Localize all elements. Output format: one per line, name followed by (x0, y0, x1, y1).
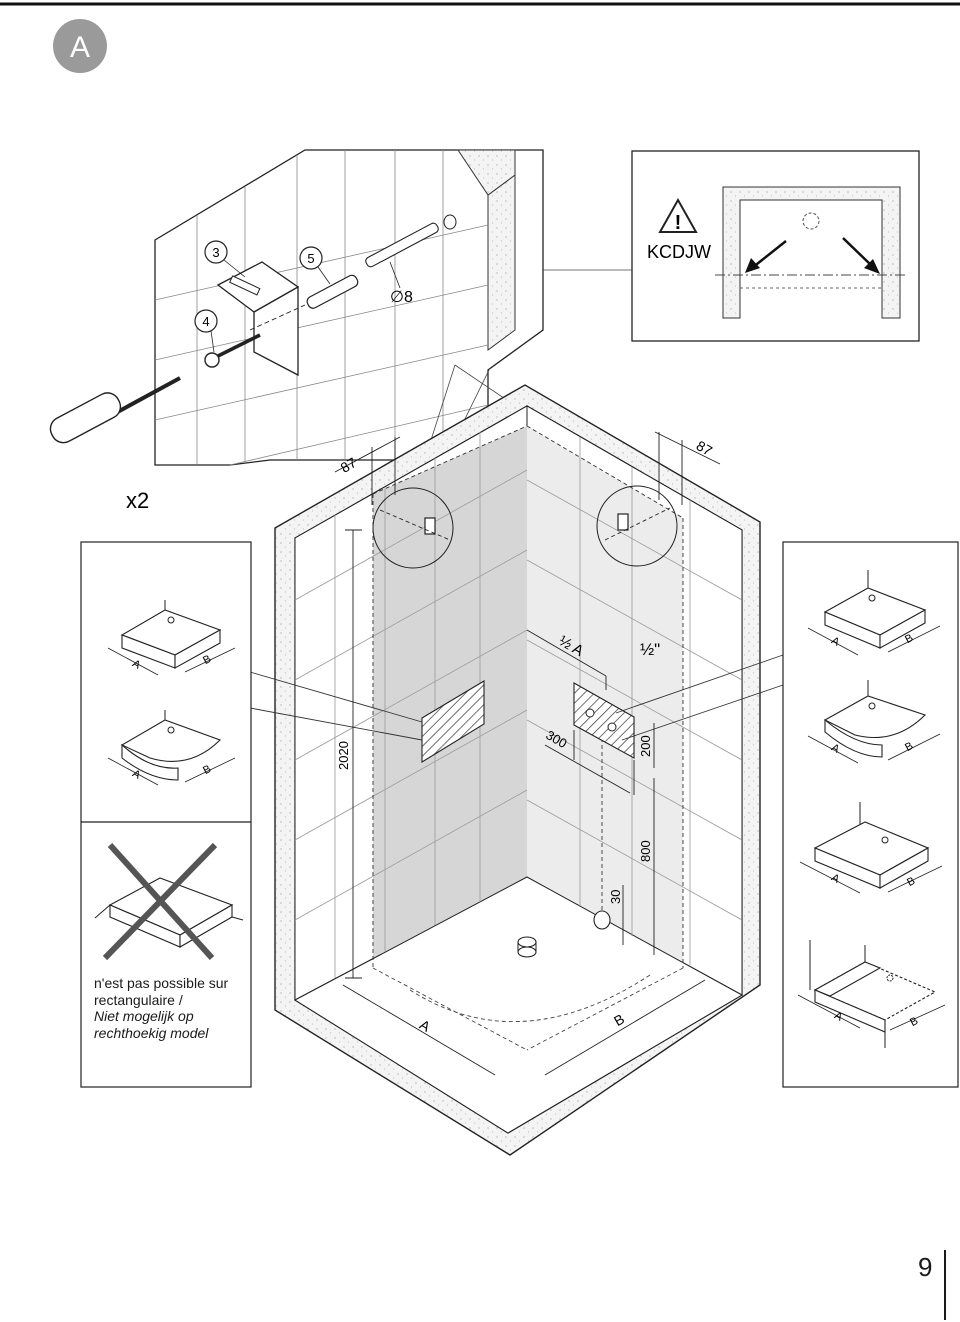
dim-2020: 2020 (336, 741, 351, 770)
part-5-label: 5 (307, 251, 314, 266)
restriction-note-line4: rechthoekig model (94, 1024, 209, 1041)
warning-code: KCDJW (647, 242, 711, 262)
shower-corner (249, 384, 784, 1156)
page-number-divider (944, 1250, 946, 1320)
dim-pipe-size: ½" (640, 640, 660, 659)
dim-30: 30 (608, 890, 623, 904)
dim-87-left: 87 (338, 454, 360, 476)
part-3-label: 3 (212, 245, 219, 260)
dimension-lines (334, 431, 721, 1076)
left-hatched-zone (421, 680, 485, 763)
right-hatched-zone (573, 682, 635, 759)
left-tray-panel: A B A B (80, 541, 252, 1088)
dim-800: 800 (638, 840, 653, 862)
page-number: 9 (918, 1252, 933, 1282)
section-badge: A (53, 19, 107, 73)
quantity-label: x2 (126, 488, 149, 513)
section-badge-label: A (70, 31, 90, 64)
restriction-note-line3: Niet mogelijk op (94, 1008, 194, 1024)
warning-icon: ! (675, 212, 682, 234)
restriction-note-line2: rectangulaire / (94, 991, 183, 1008)
restriction-note: n'est pas possible sur rectangulaire / N… (94, 975, 254, 1041)
warning-detail: ! KCDJW (631, 150, 920, 342)
right-tray-panel: A B A B A B A B (782, 541, 959, 1088)
arrow-right-icon (842, 237, 873, 267)
restriction-note-line1: n'est pas possible sur (94, 975, 229, 991)
dim-87-right: 87 (694, 437, 716, 459)
arrow-left-icon (751, 240, 787, 269)
drill-diameter: ∅8 (390, 289, 413, 306)
fixing-detail: 3 5 4 ∅8 (49, 149, 544, 466)
dim-200: 200 (638, 735, 653, 757)
part-4-label: 4 (202, 314, 209, 329)
